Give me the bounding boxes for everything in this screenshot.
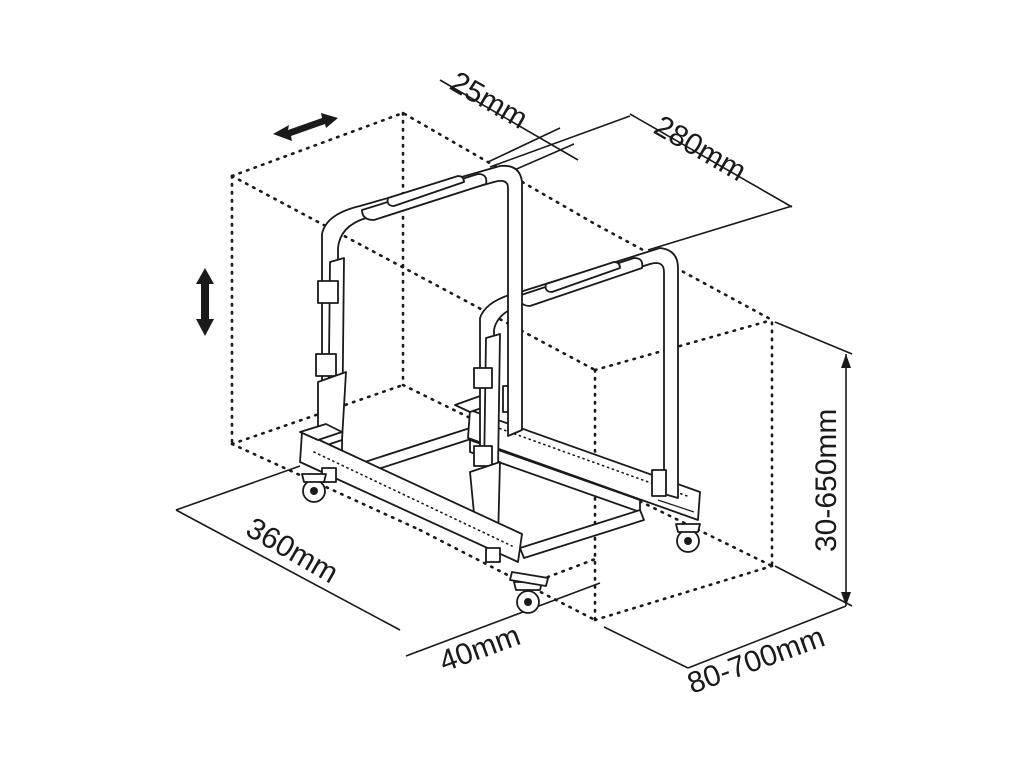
dimension-lines xyxy=(175,79,853,669)
dimension-label-base-length: 360mm xyxy=(241,511,344,590)
double-arrow-horizontal-icon xyxy=(273,113,338,141)
dimension-label-height: 30-650mm xyxy=(810,409,843,552)
dimension-label-depth: 280mm xyxy=(649,109,752,188)
cpu-holder-illustration xyxy=(299,164,701,614)
dimension-label-width: 80-700mm xyxy=(683,621,829,701)
double-arrow-vertical-icon xyxy=(196,268,214,336)
dimension-label-bar-thickness: 25mm xyxy=(445,65,534,135)
